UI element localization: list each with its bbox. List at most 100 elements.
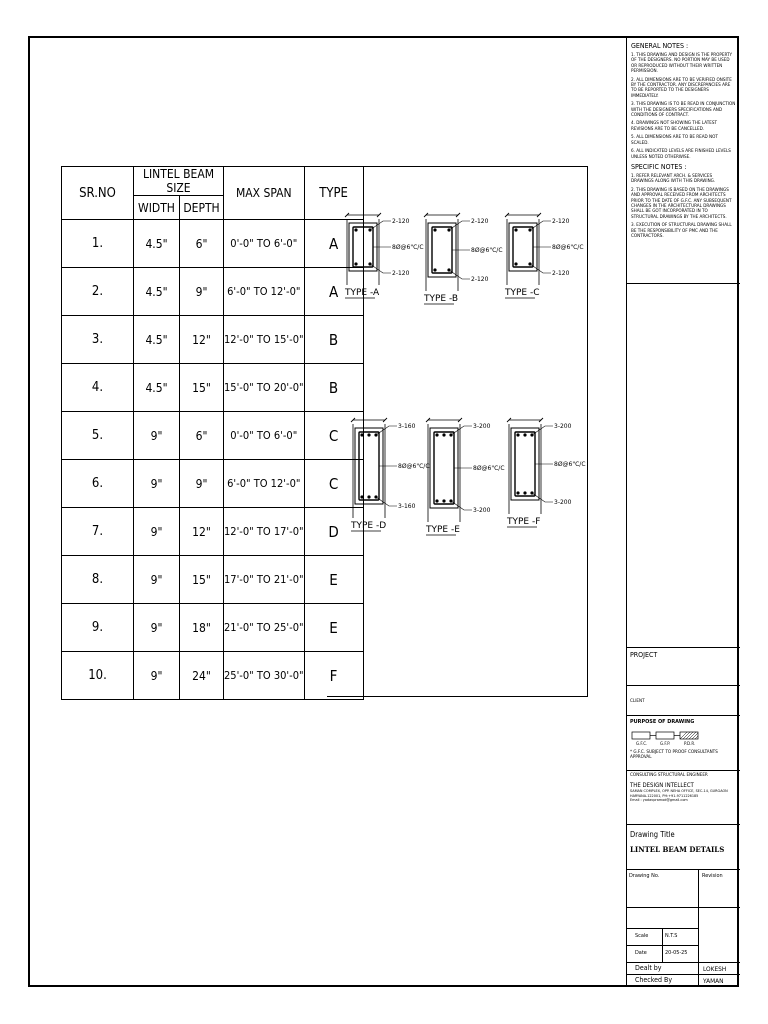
drawing-no-label: Drawing No. [627,870,699,908]
cell-depth: 24" [179,651,224,700]
table-row: 10.9"24"25'-0" TO 30'-0"F [61,651,364,700]
note-item: 4. DRAWINGS NOT SHOWING THE LATEST REVIS… [631,121,718,132]
cell-srno: 10. [61,651,134,700]
cell-span: 17'-0" TO 21'-0" [223,555,305,604]
project-panel: PROJECT [627,648,740,686]
note-item: 3. EXECUTION OF STRUCTURAL DRAWING SHALL… [631,223,732,239]
cell-width: 9" [133,555,180,604]
section-6-bottom-bar [516,491,520,495]
cell-depth: 12" [179,315,224,364]
section-1-top-bars-label: 2-120 [392,218,410,225]
cell-srno: 3. [61,315,134,364]
note-item: 1. REFER RELEVANT ARCH. & SERVICES DRAWI… [631,173,716,185]
client-label: CLIENT [630,699,645,704]
section-2-top-bar [433,228,437,232]
purpose-box-label-3: P.D.R. [684,741,695,746]
checked-value: YAMAN [703,977,724,985]
note-item: 3. THIS DRAWING IS TO BE READ IN CONJUNC… [631,102,736,119]
table-row: 1.4.5"6"0'-0" TO 6'-0"A [61,219,364,268]
note-item: 2. ALL DIMENSIONS ARE TO BE VERIFIED ONS… [631,77,732,99]
section-5-stirrup-label: 8Ø@6"C/C [473,465,505,472]
section-5-dim-tick-left [425,417,431,423]
section-1-dim-tick-left [344,212,350,218]
section-4-bottom-bar [360,495,364,499]
cell-width: 9" [133,411,180,460]
cell-depth: 9" [179,267,224,316]
info-panel: Scale N.T.S Date 20-05-25 Dealt by LOKES… [627,908,740,985]
cell-span: 6'-0" TO 12'-0" [223,459,305,508]
table-row: 6.9"9"6'-0" TO 12'-0"C [61,459,364,508]
cell-srno: 6. [61,459,134,508]
purpose-label: PURPOSE OF DRAWING [630,719,695,725]
cell-span: 0'-0" TO 6'-0" [223,219,305,268]
section-4-stirrup [358,431,380,501]
cell-type: F [303,651,364,700]
section-2-stirrup [431,226,453,274]
cell-span: 12'-0" TO 15'-0" [223,315,305,364]
section-6-top-bar [516,433,520,437]
section-5-stirrup [433,431,455,505]
section-2-bottom-bars-label: 2-120 [471,276,489,283]
section-4-type-label: TYPE -D [350,521,386,531]
general-notes-title: GENERAL NOTES : [631,42,689,50]
section-6-stirrup-label: 8Ø@6"C/C [554,461,586,468]
section-1-dim-tick-right [376,212,382,218]
cell-srno: 9. [61,603,134,652]
date-label: Date [627,945,663,962]
section-3-top-bars-label: 2-120 [552,218,570,225]
table-row: 7.9"12"12'-0" TO 17'-0"D [61,507,364,556]
section-4-leader-bottom [375,496,397,507]
note-item: 6. ALL INDICATED LEVELS ARE FINISHED LEV… [631,149,731,160]
section-3-leader-bottom [529,263,551,274]
section-4-top-bar [360,433,364,437]
consultant-name: THE DESIGN INTELLECT [630,782,694,790]
cell-srno: 8. [61,555,134,604]
section-6-bottom-bar [523,491,527,495]
cell-type: E [303,555,364,604]
section-5-leader-top [450,425,472,436]
section-5-top-bar [435,433,439,437]
revision-label: Revision [702,873,723,879]
cell-span: 0'-0" TO 6'-0" [223,411,305,460]
checked-label: Checked By [635,976,673,984]
section-5-bottom-bar [435,499,439,503]
purpose-boxes: G.F.C. G.F.P. P.D.R. [631,731,699,746]
header-type: TYPE [303,166,364,220]
section-3-dim-tick-right [536,212,542,218]
section-6-stirrup [514,431,536,497]
section-3-bottom-bar [514,262,518,266]
section-6-leader-top [531,425,553,436]
section-5-top-bars-label: 3-200 [473,423,491,430]
specific-notes-title: SPECIFIC NOTES : [631,162,687,171]
client-panel: CLIENT [627,686,740,716]
section-1-leader-top [369,220,391,231]
project-label: PROJECT [630,651,658,659]
drawing-title-label: Drawing Title [630,830,675,839]
cell-type: E [303,603,364,652]
note-item: 2. THIS DRAWING IS BASED ON THE DRAWINGS… [631,187,732,220]
section-6-top-bars-label: 3-200 [554,423,572,430]
consultant-email: Email : yadavpramod@gmail.com [630,797,688,803]
section-4-bottom-bar [367,495,371,499]
drawing-title: LINTEL BEAM DETAILS [630,845,725,854]
cell-span: 15'-0" TO 20'-0" [223,363,305,412]
section-3-stirrup-label: 8Ø@6"C/C [552,244,584,251]
cell-width: 4.5" [133,267,180,316]
note-item: 5. ALL DIMENSIONS ARE TO BE READ NOT SCA… [631,135,718,146]
section-6-leader-bottom [531,492,553,503]
section-1-type-label: TYPE -A [344,288,380,298]
section-3-leader-top [529,220,551,231]
section-2-stirrup-label: 8Ø@6"C/C [471,247,503,254]
dealt-label: Dealt by [635,964,662,972]
section-4-leader-top [375,425,397,436]
dealt-value: LOKESH [703,965,727,973]
section-2-bottom-bar [433,268,437,272]
section-6-dim-tick-left [506,417,512,423]
cell-span: 21'-0" TO 25'-0" [223,603,305,652]
section-4-dim-tick-left [350,417,356,423]
section-6-bottom-bars-label: 3-200 [554,499,572,506]
section-3-stirrup [512,226,534,268]
header-srno: SR.NO [61,166,134,220]
drawing-title-panel: Drawing Title LINTEL BEAM DETAILS [627,825,740,870]
